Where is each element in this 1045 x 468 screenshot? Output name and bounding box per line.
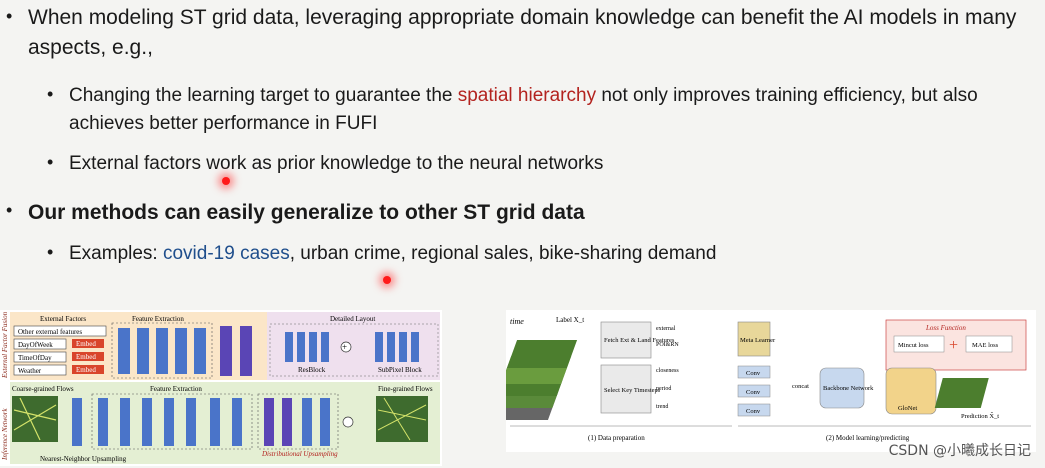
edge-poi: POI&RN [656, 342, 679, 348]
mincut-loss: Mincut loss [898, 342, 929, 349]
mae-loss: MAE loss [972, 342, 999, 349]
conv-label: Conv [746, 370, 761, 377]
input-timeofday: TimeOfDay [18, 354, 52, 362]
nn-label: Nearest-Neighbor Upsampling [40, 455, 127, 463]
edge-period: period [656, 386, 671, 392]
bullet-1b-text: External factors work as prior knowledge… [69, 153, 604, 174]
side-label-top: External Factor Fusion [1, 311, 9, 379]
bullet-1: When modeling ST grid data, leveraging a… [28, 3, 1028, 63]
embed-label: Embed [76, 366, 96, 374]
meta-learner: Meta Learner [740, 337, 776, 344]
conv-blocks [737, 365, 771, 417]
bullet-dot: • [6, 6, 13, 26]
backbone-label: Backbone Network [823, 385, 874, 392]
bullet-dot: • [47, 152, 54, 172]
resblock-label: ResBlock [298, 366, 326, 374]
bottom-feature-extraction-title: Feature Extraction [150, 385, 202, 393]
resblock-diagram: + [285, 332, 352, 362]
input-weather: Weather [18, 367, 42, 375]
glonet-pipeline-figure: time Label X_t Fetch Ext & Land Features… [506, 310, 1036, 452]
svg-text:+: + [342, 342, 347, 352]
svg-text:+: + [949, 337, 958, 354]
bullet-dot: • [47, 84, 54, 104]
bullet-2a-prefix: Examples: [69, 243, 163, 264]
select-box: Select Key Timesteps [604, 387, 661, 394]
subpixel-label: SubPixel Block [378, 366, 422, 374]
coarse-label: Coarse-grained Flows [12, 385, 74, 393]
section-2: (2) Model learning/predicting [826, 434, 910, 442]
prediction-label: Prediction X̂_t [961, 413, 999, 420]
section-1: (1) Data preparation [588, 434, 645, 442]
bullet-dot: • [6, 200, 13, 220]
bullet-1-text: When modeling ST grid data, leveraging a… [28, 6, 1017, 59]
bottom-blocks [72, 398, 354, 446]
side-label-bottom: Inference Network [1, 407, 9, 461]
subpixel-detail [375, 332, 419, 362]
conv-label: Conv [746, 389, 761, 396]
external-factors-title: External Factors [40, 315, 86, 323]
urbanfm-architecture-figure: External Factor Fusion Inference Network… [0, 310, 442, 466]
bullet-2a: Examples: covid-19 cases, urban crime, r… [69, 240, 1029, 268]
prediction-map [934, 378, 989, 408]
label-xt: Label X_t [556, 316, 584, 324]
fine-label: Fine-grained Flows [378, 385, 433, 393]
distributional-label: Distributional Upsampling [261, 450, 338, 458]
timestep-maps [506, 340, 578, 420]
glonet-label: GloNet [898, 405, 917, 412]
bullet-1a-pre: Changing the learning target to guarante… [69, 85, 458, 106]
bullet-2: Our methods can easily generalize to oth… [28, 198, 1028, 228]
edge-external: external [656, 326, 676, 332]
embed-label: Embed [76, 340, 96, 348]
embed-blocks: Embed Embed Embed [72, 339, 104, 374]
laser-pointer [222, 177, 230, 185]
spatial-hierarchy-highlight: spatial hierarchy [457, 85, 597, 106]
bullet-1a: Changing the learning target to guarante… [69, 82, 1034, 138]
bullet-1a-post: not only improves training efficiency, b… [69, 85, 978, 134]
fetch-box: Fetch Ext & Land Features [604, 337, 675, 344]
bullet-1b: External factors work as prior knowledge… [69, 150, 969, 178]
detailed-layout-title: Detailed Layout [330, 315, 375, 323]
covid-link: covid-19 cases [162, 243, 290, 264]
bullet-dot: • [47, 242, 54, 262]
input-dayofweek: DayOfWeek [18, 341, 53, 349]
top-blocks [118, 328, 206, 374]
time-label: time [510, 317, 524, 326]
bullet-2-text: Our methods can easily generalize to oth… [28, 201, 585, 224]
edge-trend: trend [656, 404, 668, 410]
external-inputs: Other external features DayOfWeek TimeOf… [13, 325, 107, 376]
embed-label: Embed [76, 353, 96, 361]
input-other: Other external features [18, 328, 82, 336]
top-feature-extraction-title: Feature Extraction [132, 315, 184, 323]
conv-label: Conv [746, 408, 761, 415]
concat-label: concat [792, 383, 809, 390]
subpixel-blocks-top [220, 326, 252, 376]
csdn-watermark: CSDN @小曦成长日记 [888, 443, 1031, 459]
bullet-2a-rest: , urban crime, regional sales, bike-shar… [289, 243, 717, 264]
laser-pointer [383, 276, 391, 284]
loss-title: Loss Function [925, 324, 966, 332]
edge-closeness: closeness [656, 368, 679, 374]
